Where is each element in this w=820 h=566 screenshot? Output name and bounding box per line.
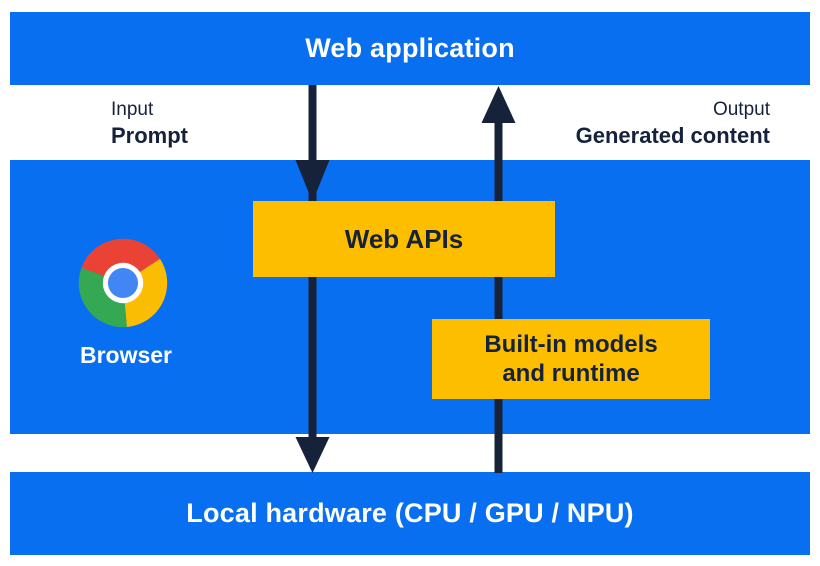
web-application-label: Web application: [305, 33, 515, 63]
input-caption: Input: [111, 99, 154, 120]
web-apis-label: Web APIs: [344, 223, 464, 254]
builtin-models-label-line1: Built-in models: [484, 331, 658, 358]
prompt-label: Prompt: [111, 123, 188, 148]
input-label-group: Input Prompt: [111, 97, 188, 149]
local-hardware-label: Local hardware (CPU / GPU / NPU): [186, 498, 634, 528]
web-application-bar: Web application: [10, 12, 810, 85]
builtin-models-box: Built-in models and runtime: [432, 319, 710, 399]
web-apis-box: Web APIs: [253, 201, 555, 277]
chrome-icon: [78, 238, 168, 328]
generated-content-label: Generated content: [575, 123, 770, 148]
browser-label: Browser: [79, 342, 173, 368]
local-hardware-bar: Local hardware (CPU / GPU / NPU): [10, 472, 810, 555]
output-label-group: Output Generated content: [576, 97, 770, 149]
output-caption: Output: [712, 99, 770, 120]
builtin-models-label-line2: and runtime: [502, 360, 640, 387]
